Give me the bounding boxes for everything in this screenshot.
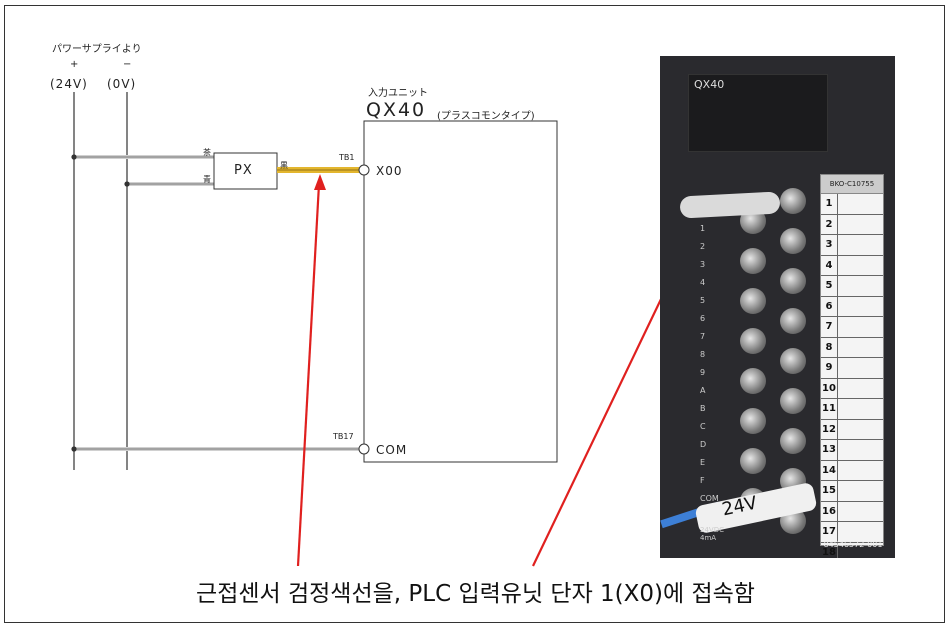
rating-label: 24VDC 4mA bbox=[700, 526, 724, 542]
figure-frame bbox=[4, 5, 945, 623]
led-label-column: 01 23 45 67 89 AB CD EF COM bbox=[700, 206, 719, 503]
tb17-label: TB17 bbox=[333, 432, 354, 441]
unit-caption: 入力ユニット bbox=[368, 88, 428, 99]
power-title: パワーサプライより bbox=[52, 44, 142, 55]
plus-voltage-label: (24V) bbox=[50, 77, 88, 91]
minus-sign: − bbox=[123, 59, 132, 70]
x00-terminal bbox=[358, 164, 370, 176]
arrow-to-signal-wire bbox=[296, 183, 321, 567]
plus-sign: + bbox=[70, 59, 79, 70]
minus-voltage-label: (0V) bbox=[107, 77, 137, 91]
com-label: COM bbox=[376, 443, 408, 457]
module-photo: QX40 01 23 45 67 89 AB CD EF COM BKO-C10… bbox=[660, 56, 895, 558]
blue-wire-tag: 青 bbox=[203, 175, 211, 184]
arrowhead-signal-wire bbox=[314, 174, 326, 190]
px-label: PX bbox=[234, 163, 253, 178]
px-sensor-box bbox=[213, 152, 278, 190]
brown-wire-tag: 茶 bbox=[203, 148, 211, 157]
black-wire-tag: 黒 bbox=[280, 161, 288, 170]
photo-module-label: QX40 bbox=[694, 78, 725, 91]
terminal-number-strip: BKO-C10755 1 2 3 4 5 6 7 8 9 10 11 12 13… bbox=[820, 174, 884, 558]
unit-model-note: (プラスコモンタイプ) bbox=[437, 111, 535, 122]
input-unit-box bbox=[363, 120, 558, 463]
module-cover bbox=[688, 74, 828, 152]
serial-number: 84546572-001 bbox=[823, 540, 883, 549]
strip-header: BKO-C10755 bbox=[821, 175, 883, 194]
minus-junction-dot bbox=[124, 181, 130, 187]
x00-label: X00 bbox=[376, 164, 403, 178]
tb1-label: TB1 bbox=[339, 153, 355, 162]
plus-junction-dot bbox=[71, 154, 77, 160]
com-terminal bbox=[358, 443, 370, 455]
com-junction-dot bbox=[71, 446, 77, 452]
unit-model: QX40 bbox=[366, 99, 427, 121]
figure-caption: 근접센서 검정색선을, PLC 입력유닛 단자 1(X0)에 접속함 bbox=[196, 581, 755, 607]
